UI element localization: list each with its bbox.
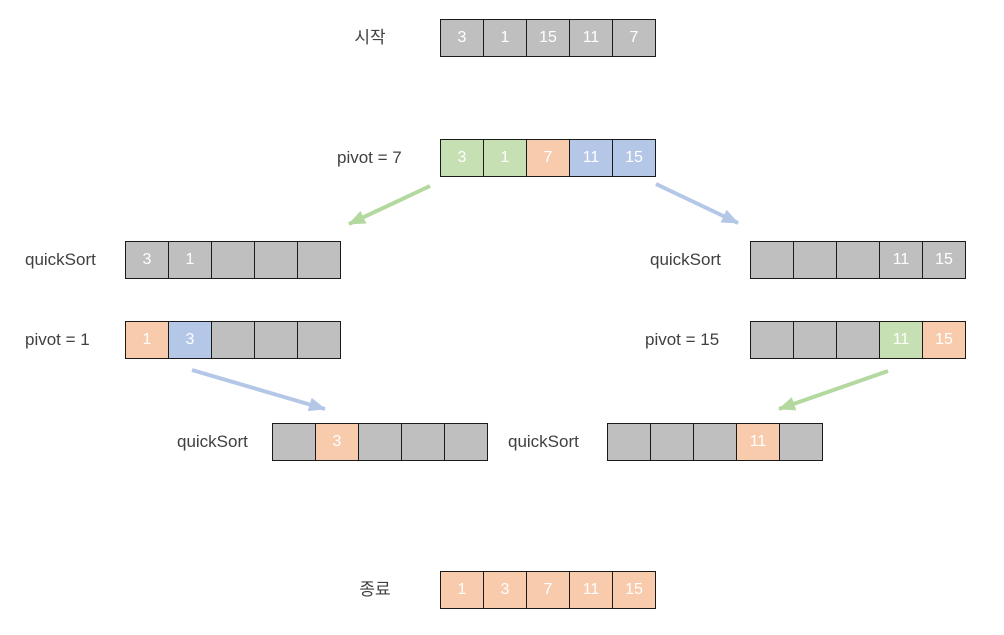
array-cell: 3 [483, 571, 527, 609]
array-quicksort-right: 11 15 [750, 241, 966, 279]
array-cell: 11 [879, 241, 923, 279]
arrow-pivot15-to-quicksort-icon [778, 369, 889, 411]
array-cell: 7 [526, 139, 570, 177]
cell-value: 11 [892, 251, 910, 268]
label-quicksort-left: quickSort [25, 250, 96, 269]
array-cell: 15 [526, 19, 570, 57]
array-cell: 11 [879, 321, 923, 359]
label-pivot15: pivot = 15 [645, 330, 720, 349]
array-cell: 3 [168, 321, 212, 359]
label-start: 시작 [354, 28, 386, 47]
array-cell [297, 321, 341, 359]
array-cell [272, 423, 316, 461]
array-quicksort-mid-right: 11 [607, 423, 823, 461]
array-cell [401, 423, 445, 461]
array-cell [211, 241, 255, 279]
cell-value: 15 [935, 251, 953, 268]
cell-value: 7 [543, 149, 553, 166]
cell-value: 3 [332, 433, 342, 450]
array-cell [358, 423, 402, 461]
array-cell: 15 [612, 139, 656, 177]
cell-value: 1 [457, 581, 467, 598]
array-cell [297, 241, 341, 279]
array-cell [211, 321, 255, 359]
array-cell [607, 423, 651, 461]
array-cell: 15 [922, 241, 966, 279]
label-quicksort-mid-right: quickSort [508, 432, 579, 451]
cell-value: 3 [500, 581, 510, 598]
label-pivot1: pivot = 1 [25, 330, 90, 349]
cell-value: 15 [935, 331, 953, 348]
array-quicksort-mid-left: 3 [272, 423, 488, 461]
array-cell: 11 [736, 423, 780, 461]
cell-value: 15 [539, 29, 557, 46]
array-pivot15: 11 15 [750, 321, 966, 359]
cell-value: 1 [142, 331, 152, 348]
array-cell [779, 423, 823, 461]
cell-value: 15 [625, 581, 643, 598]
cell-value: 11 [749, 433, 767, 450]
array-cell [836, 241, 880, 279]
array-cell: 11 [569, 19, 613, 57]
array-cell [693, 423, 737, 461]
cell-value: 3 [457, 149, 467, 166]
label-quicksort-mid-left: quickSort [177, 432, 248, 451]
cell-value: 11 [582, 29, 600, 46]
cell-value: 1 [500, 149, 510, 166]
array-cell [793, 321, 837, 359]
array-cell: 15 [922, 321, 966, 359]
array-cell [650, 423, 694, 461]
array-cell [793, 241, 837, 279]
array-cell: 15 [612, 571, 656, 609]
cell-value: 3 [142, 251, 152, 268]
array-cell: 7 [526, 571, 570, 609]
arrow-pivot1-to-quicksort-icon [191, 368, 326, 412]
array-cell [254, 241, 298, 279]
cell-value: 7 [543, 581, 553, 598]
array-start: 3 1 15 11 7 [440, 19, 656, 57]
array-cell: 7 [612, 19, 656, 57]
array-cell: 1 [168, 241, 212, 279]
arrow-pivot7-to-right-icon [655, 182, 739, 225]
array-end: 1 3 7 11 15 [440, 571, 656, 609]
cell-value: 11 [582, 149, 600, 166]
array-pivot7: 3 1 7 11 15 [440, 139, 656, 177]
cell-value: 15 [625, 149, 643, 166]
array-cell: 3 [440, 139, 484, 177]
array-cell: 1 [483, 139, 527, 177]
array-cell [254, 321, 298, 359]
label-quicksort-right: quickSort [650, 250, 721, 269]
cell-value: 3 [185, 331, 195, 348]
cell-value: 1 [500, 29, 510, 46]
cell-value: 7 [629, 29, 639, 46]
arrow-pivot7-to-left-icon [348, 184, 431, 226]
array-cell: 11 [569, 139, 613, 177]
array-cell: 1 [125, 321, 169, 359]
cell-value: 11 [582, 581, 600, 598]
cell-value: 3 [457, 29, 467, 46]
array-cell: 1 [440, 571, 484, 609]
array-cell [750, 241, 794, 279]
array-cell: 3 [440, 19, 484, 57]
label-end: 종료 [359, 580, 391, 599]
array-cell [836, 321, 880, 359]
array-cell: 3 [125, 241, 169, 279]
array-cell [444, 423, 488, 461]
array-cell [750, 321, 794, 359]
array-cell: 11 [569, 571, 613, 609]
label-pivot7: pivot = 7 [337, 148, 402, 167]
cell-value: 1 [185, 251, 195, 268]
array-cell: 1 [483, 19, 527, 57]
array-cell: 3 [315, 423, 359, 461]
cell-value: 11 [892, 331, 910, 348]
